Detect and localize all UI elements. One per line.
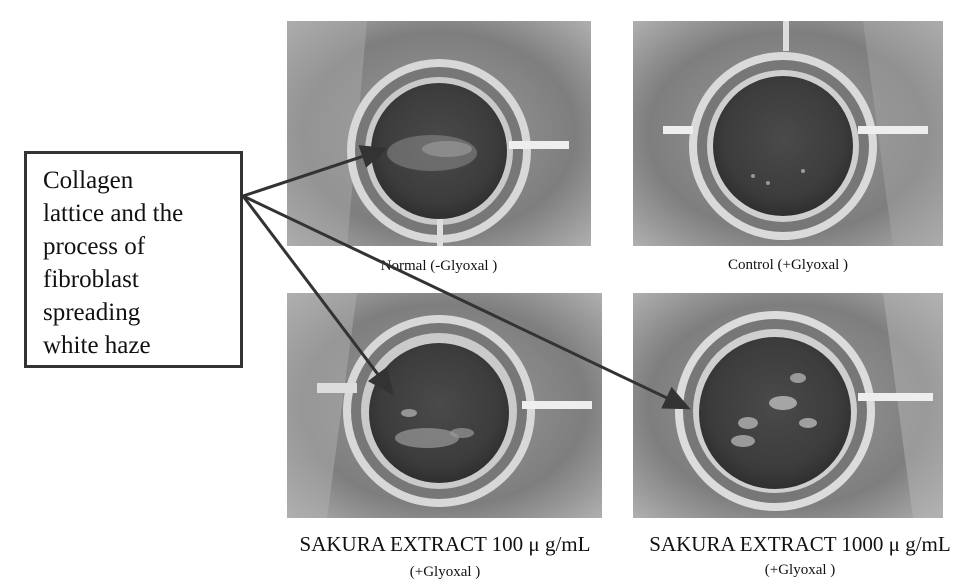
callout-line: white haze xyxy=(43,332,151,359)
photo-normal xyxy=(287,21,591,246)
caption-normal: Normal (-Glyoxal ) xyxy=(380,258,498,274)
photo-sakura-1000 xyxy=(633,293,943,518)
caption-sakura-100-sub: (+Glyoxal ) xyxy=(409,564,481,580)
caption-sakura-1000-sub: (+Glyoxal ) xyxy=(764,562,836,578)
annotation-callout-box: Collagen lattice and the process of fibr… xyxy=(24,151,243,368)
callout-line: lattice and the xyxy=(43,200,184,227)
callout-line: Collagen xyxy=(43,167,134,194)
callout-line: spreading xyxy=(43,299,141,326)
callout-line: process of xyxy=(43,233,146,260)
caption-control: Control (+Glyoxal ) xyxy=(727,257,849,273)
photo-control xyxy=(633,21,943,246)
caption-sakura-1000: SAKURA EXTRACT 1000 μ g/mL xyxy=(649,532,951,556)
callout-line: fibroblast xyxy=(43,266,139,293)
photo-sakura-100 xyxy=(287,293,602,518)
caption-sakura-100: SAKURA EXTRACT 100 μ g/mL xyxy=(299,532,591,556)
